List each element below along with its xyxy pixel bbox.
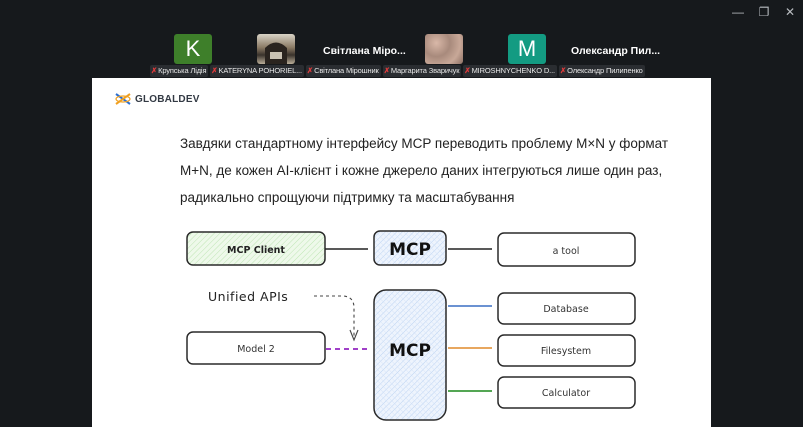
filesystem-node: Filesystem [497,334,636,367]
mic-muted-icon: ✗ [151,66,158,75]
participant-label-row: ✗ Крупська Лідія ✗ KATERYNA POHORIEL... … [150,65,654,77]
participant-avatar[interactable]: M [508,34,546,64]
mcp-top-label: MCP [389,240,431,260]
mcp-top-node: MCP [373,230,447,266]
unified-apis-annotation: Unified APIs [208,289,288,304]
model-2-label: Model 2 [237,344,275,355]
database-node: Database [497,292,636,325]
participant-display-name[interactable]: Олександр Пил... [571,45,661,57]
close-button[interactable]: ✕ [784,5,796,19]
photo-thumbnail-icon [265,42,287,64]
a-tool-node: a tool [497,232,636,267]
participant-photo[interactable] [425,34,463,64]
participant-label: ✗ Олександр Пилипенко [558,65,645,77]
database-label: Database [543,304,588,315]
participant-name: Олександр Пилипенко [567,66,643,75]
participant-name: KATERYNA POHORIEL... [218,66,303,75]
mcp-server-label: MCP [389,341,431,361]
shared-screen-slide: GLOBALDEV Завдяки стандартному інтерфейс… [92,78,711,427]
a-tool-label: a tool [553,246,580,257]
filesystem-label: Filesystem [541,346,591,357]
mcp-server-node: MCP [373,289,447,421]
window-controls: — ❐ ✕ [725,0,803,24]
dashed-arrow [314,295,355,336]
logo-text: GLOBALDEV [135,93,200,105]
model-2-node: Model 2 [186,331,326,365]
mcp-client-label: MCP Client [227,245,285,256]
participant-label: ✗ MIROSHNYCHENKO D... [463,65,557,77]
mcp-client-node: MCP Client [186,231,326,266]
mic-muted-icon: ✗ [306,66,314,75]
participant-name: Крупська Лідія [158,66,207,75]
paragraph-line: M+N, де кожен AI-клієнт і кожне джерело … [180,163,663,178]
paragraph-line: Завдяки стандартному інтерфейсу MCP пере… [180,136,669,151]
participant-name: Світлана Мірошник [314,66,379,75]
restore-button[interactable]: ❐ [758,5,770,19]
participant-label: ✗ Крупська Лідія [150,65,209,77]
participant-name: Маргарита Зваричук [390,66,460,75]
slide-paragraph: Завдяки стандартному інтерфейсу MCP пере… [180,130,680,211]
calculator-node: Calculator [497,376,636,409]
participant-label: ✗ Світлана Мірошник [305,65,381,77]
mic-muted-icon: ✗ [464,66,471,75]
participant-name: MIROSHNYCHENKO D... [471,66,556,75]
globaldev-logo-icon [115,93,131,105]
globaldev-logo: GLOBALDEV [114,92,200,106]
arrow-head-icon [349,329,359,342]
mic-muted-icon: ✗ [383,66,390,75]
calculator-label: Calculator [542,388,590,399]
participant-label: ✗ Маргарита Зваричук [382,65,462,77]
participant-label: ✗ KATERYNA POHORIEL... [210,65,304,77]
paragraph-line: радикально спрощуючи підтримку та масшта… [180,190,515,205]
participant-photo[interactable] [257,34,295,64]
mic-muted-icon: ✗ [211,66,218,75]
minimize-button[interactable]: — [732,5,744,19]
mcp-diagram: MCP Client MCP a tool Unified APIs Model… [186,230,636,421]
mic-muted-icon: ✗ [559,66,567,75]
participant-avatar[interactable]: K [174,34,212,64]
participant-display-name[interactable]: Світлана Міро... [323,45,406,57]
